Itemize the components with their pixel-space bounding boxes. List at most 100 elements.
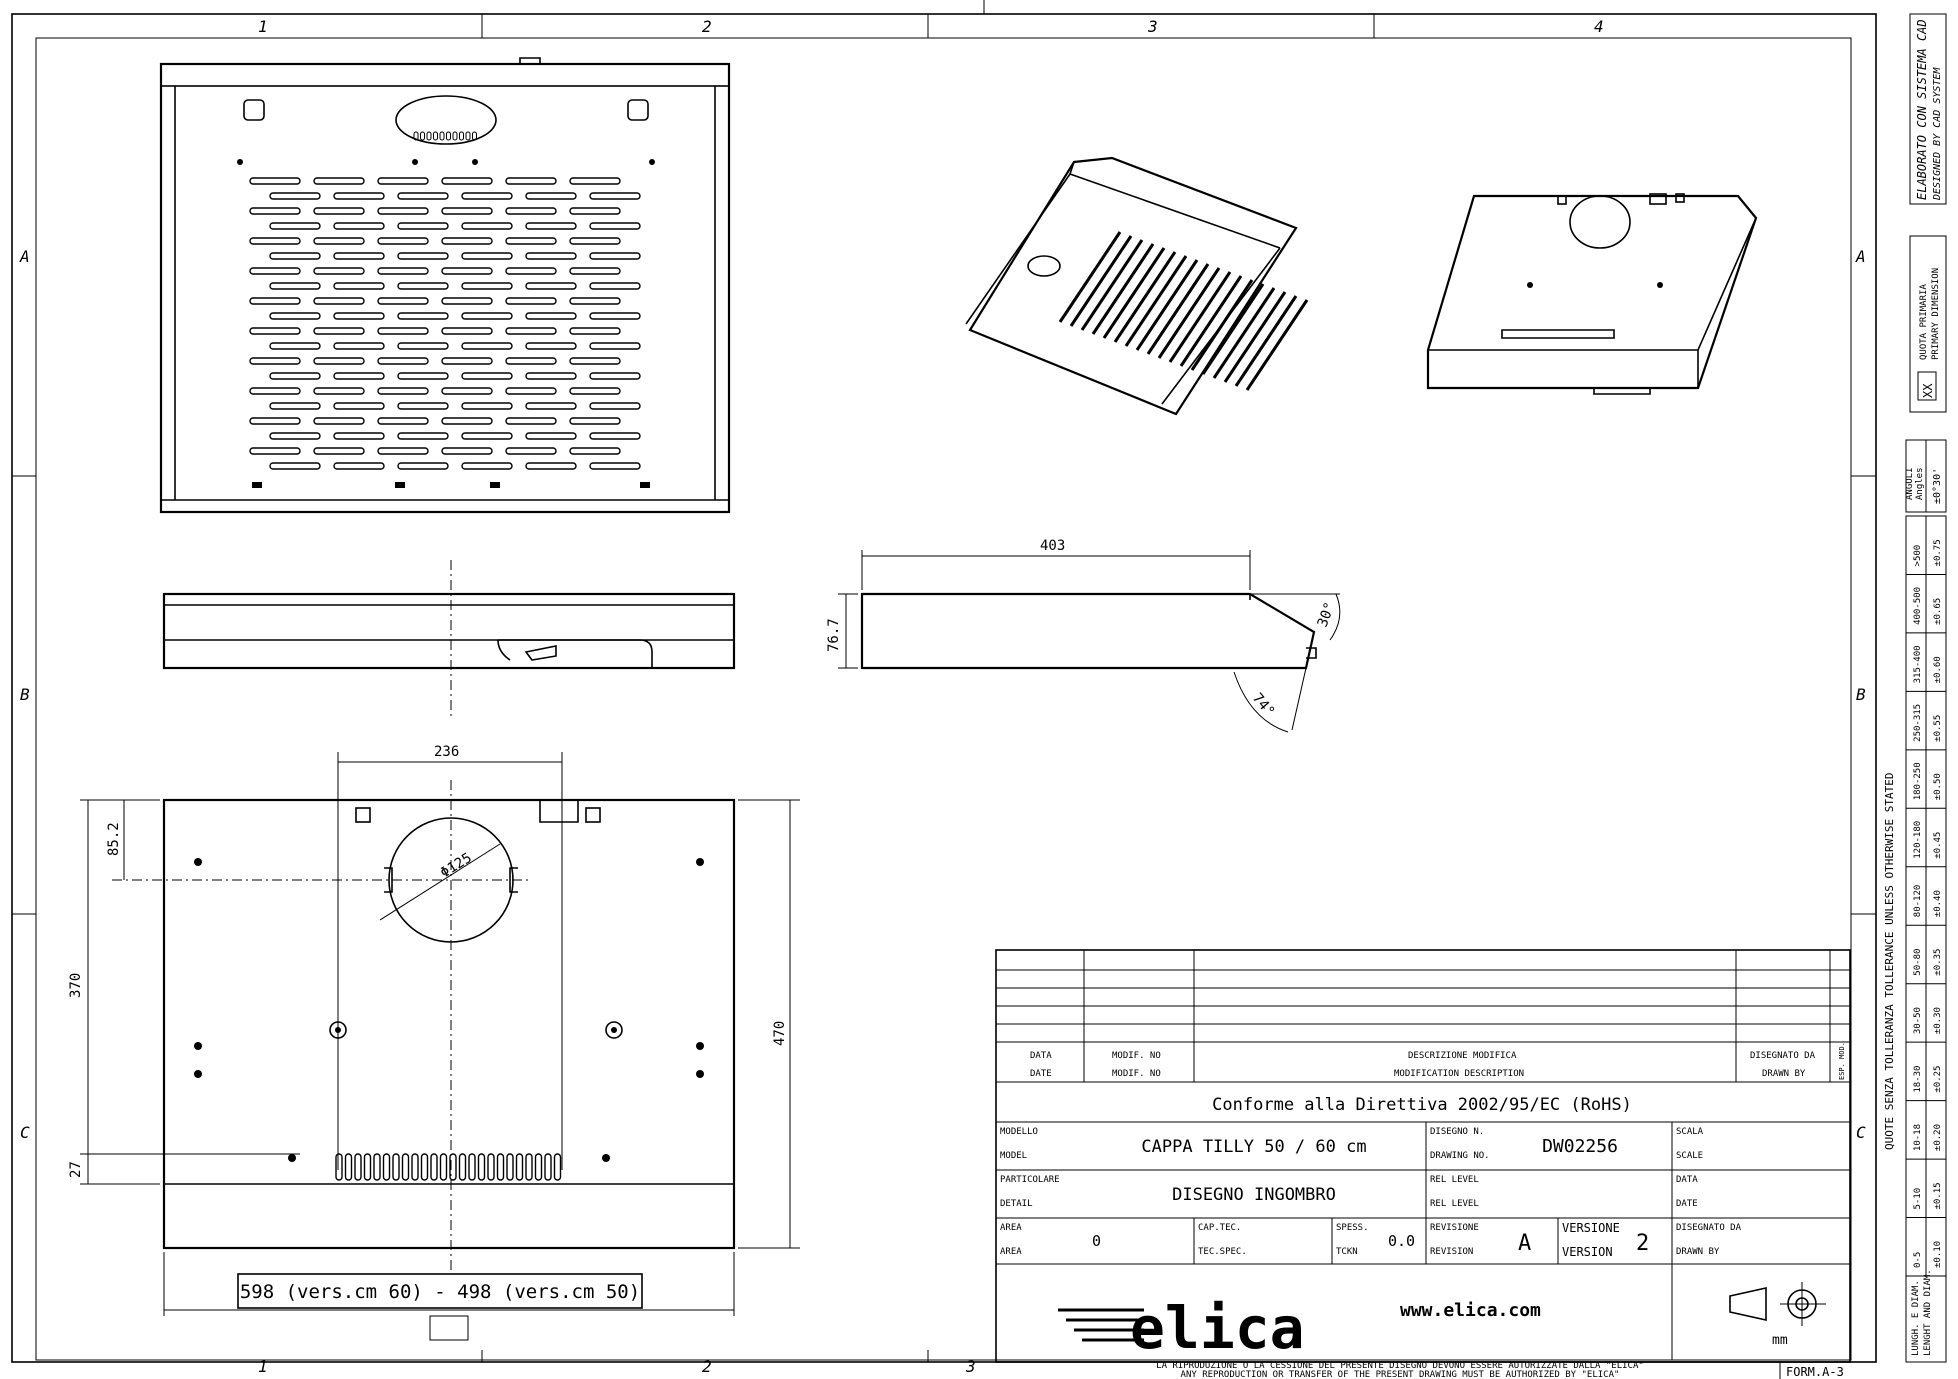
grille-slot	[1102, 247, 1166, 339]
grille-slot	[269, 402, 321, 410]
tolerance-value: ±0.10	[1933, 1241, 1943, 1268]
grille-slot	[569, 177, 621, 185]
grille-slot	[1113, 251, 1177, 343]
tolerance-value: ±0.40	[1933, 890, 1943, 917]
tolerance-range: 80-120	[1913, 885, 1923, 918]
grille-slot	[313, 237, 365, 245]
vent-slot	[426, 131, 432, 141]
grille-slot	[525, 372, 577, 380]
rev-date: DATE	[1030, 1069, 1052, 1079]
revision-value: A	[1518, 1231, 1531, 1256]
spess-label: SPESS.	[1336, 1223, 1369, 1233]
area-label: AREA	[1000, 1223, 1022, 1233]
grille-slot	[569, 447, 621, 455]
sheet-frame	[11, 0, 1877, 1363]
grille-slot	[1091, 243, 1155, 335]
grille-slot	[1058, 231, 1122, 323]
grille-slot	[461, 252, 513, 260]
grille-slot	[525, 462, 577, 470]
footer-note-2: ANY REPRODUCTION OR TRANSFER OF THE PRES…	[1181, 1370, 1620, 1379]
grille-slot	[569, 237, 621, 245]
grille-slot	[461, 432, 513, 440]
grille-slot	[525, 432, 577, 440]
units: mm	[1772, 1333, 1788, 1348]
grille-slot	[589, 402, 641, 410]
grille-slot	[269, 222, 321, 230]
tolerance-value: ±0.75	[1933, 539, 1943, 566]
tolerance-range: >500	[1913, 545, 1923, 567]
grille-slot	[397, 282, 449, 290]
grid-row-b: B	[20, 685, 30, 704]
dim-width-label: 598 (vers.cm 60) - 498 (vers.cm 50)	[240, 1281, 640, 1303]
grille-slot	[313, 357, 365, 365]
rev-drawn: DISEGNATO DA	[1750, 1051, 1816, 1061]
modello-label: MODELLO	[1000, 1127, 1038, 1137]
captec-label: CAP.TEC.	[1198, 1223, 1241, 1233]
grille-slot	[505, 327, 557, 335]
grille-slot	[441, 387, 493, 395]
tolerance-range: 50-80	[1913, 949, 1923, 976]
grid-row-c-right: C	[1856, 1123, 1866, 1142]
quota-note-1: QUOTA PRIMARIA	[1919, 284, 1929, 360]
vent-slot	[446, 131, 451, 141]
grille-slot	[441, 207, 493, 215]
grille-slot	[269, 462, 321, 470]
dim-length-403: 403	[1040, 538, 1065, 554]
grille-slot	[1146, 263, 1210, 355]
grille-slot	[377, 207, 429, 215]
rev-drawn2: DRAWN BY	[1762, 1069, 1806, 1079]
grille-slot	[1234, 295, 1298, 387]
grille-slot	[589, 342, 641, 350]
vent-slot	[433, 131, 438, 141]
grille-slot	[397, 312, 449, 320]
grille-slot	[1135, 259, 1199, 351]
drawnby-label: DRAWN BY	[1676, 1247, 1720, 1257]
grille-slot	[525, 312, 577, 320]
grille-slot	[441, 417, 493, 425]
grille-slot	[377, 237, 429, 245]
grille-slot	[397, 192, 449, 200]
scala-label: SCALA	[1676, 1127, 1704, 1137]
scale-label: SCALE	[1676, 1151, 1703, 1161]
version-value: 2	[1636, 1231, 1649, 1256]
quota-box-text: XX	[1921, 383, 1935, 398]
iso-view-underside	[965, 156, 1309, 416]
detail-value: DISEGNO INGOMBRO	[1172, 1185, 1336, 1205]
tolerance-range: 250-315	[1913, 704, 1923, 742]
grille-slot	[333, 462, 385, 470]
dim-angle-30: 30°	[1315, 600, 1339, 629]
grille-slot	[397, 342, 449, 350]
grille-slot	[569, 327, 621, 335]
grille-slot	[377, 267, 429, 275]
grille-slot	[441, 447, 493, 455]
grille-slot	[249, 417, 301, 425]
website: www.elica.com	[1400, 1300, 1541, 1321]
grille-slot	[589, 252, 641, 260]
vent-slot	[335, 1153, 343, 1181]
date-label: DATE	[1676, 1199, 1698, 1209]
vent-slot	[411, 1153, 419, 1181]
grille-slot	[461, 282, 513, 290]
grille-slot	[313, 297, 365, 305]
tolerance-range: 180-250	[1913, 762, 1923, 800]
grille-slot	[441, 177, 493, 185]
grille-slot	[589, 372, 641, 380]
tckn-label: TCKN	[1336, 1247, 1358, 1257]
grille-slot	[313, 207, 365, 215]
elica-logo: elica	[1058, 1294, 1305, 1362]
tolerance-value: ±0.50	[1933, 773, 1943, 800]
grille-slot	[313, 387, 365, 395]
grille-slot	[269, 342, 321, 350]
angles-label-2: Angles	[1915, 467, 1925, 500]
logo-text: elica	[1130, 1294, 1305, 1362]
tolerance-value: ±0.60	[1933, 656, 1943, 683]
tolerance-value: ±0.55	[1933, 715, 1943, 742]
particolare-label: PARTICOLARE	[1000, 1175, 1060, 1185]
dim-angle-74: 74°	[1249, 690, 1278, 720]
grille-slot	[441, 267, 493, 275]
rev-data: DATA	[1030, 1051, 1052, 1061]
grille-slot	[377, 387, 429, 395]
vent-slot	[373, 1153, 381, 1181]
grille-slot	[505, 177, 557, 185]
grille-slot	[313, 267, 365, 275]
